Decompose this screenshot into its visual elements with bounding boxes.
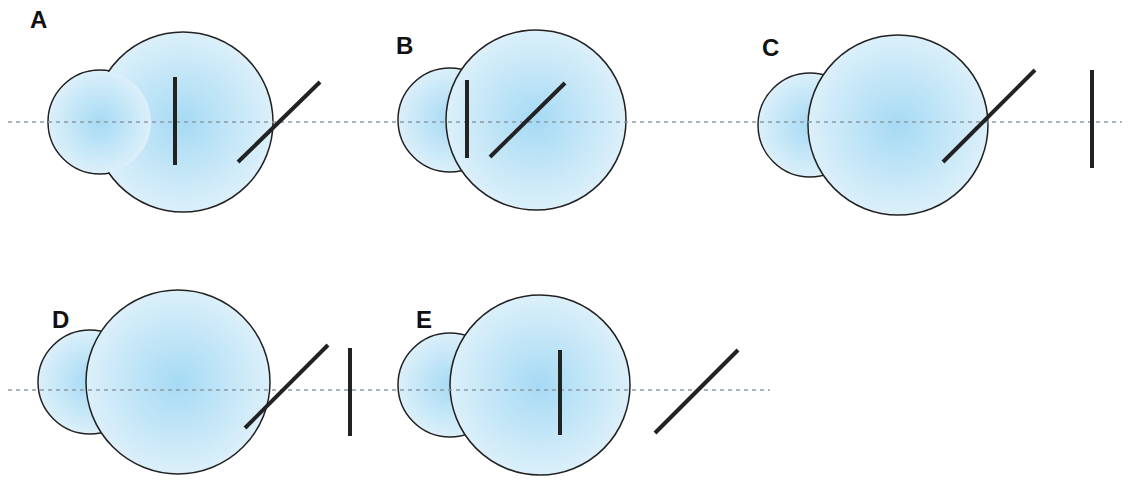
focal-lines xyxy=(175,70,1092,436)
panel-letter: A xyxy=(30,8,47,32)
panel-letter: C xyxy=(762,36,779,60)
eyeball xyxy=(398,30,626,210)
eyeball xyxy=(758,35,988,215)
optical-axis xyxy=(8,389,770,390)
panel-letter: D xyxy=(52,308,69,332)
eyeball xyxy=(38,290,270,474)
panel-letter: B xyxy=(396,34,413,58)
panel-letter: E xyxy=(416,308,432,332)
eyeball xyxy=(398,295,630,475)
